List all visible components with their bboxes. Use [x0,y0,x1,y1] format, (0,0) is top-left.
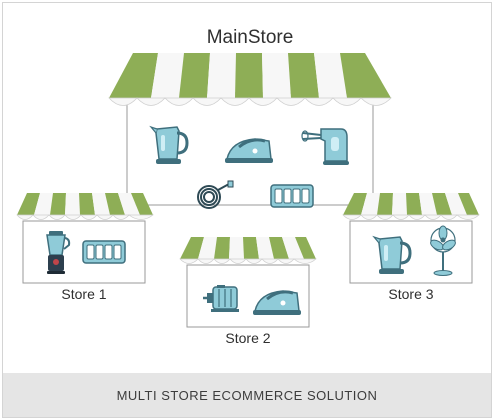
store-1: Store 1 [16,193,155,302]
footer-banner: MULTI STORE ECOMMERCE SOLUTION [3,373,491,417]
multi-store-diagram: MainStore Store 1 [16,27,480,346]
main-store: MainStore [108,27,392,209]
main-store-awning [108,53,392,106]
store-2-awning [179,237,317,264]
power-strip-icon [82,240,126,264]
footer-caption: MULTI STORE ECOMMERCE SOLUTION [116,387,378,403]
main-store-label: MainStore [207,27,294,48]
store-3-awning [342,193,480,220]
store-3-label: Store 3 [388,286,433,302]
power-strip-icon [270,184,314,208]
store-2-label: Store 2 [225,330,270,346]
store-1-label: Store 1 [61,286,106,302]
store-1-awning [16,193,155,220]
store-3: Store 3 [342,193,480,302]
store-2: Store 2 [179,237,317,346]
